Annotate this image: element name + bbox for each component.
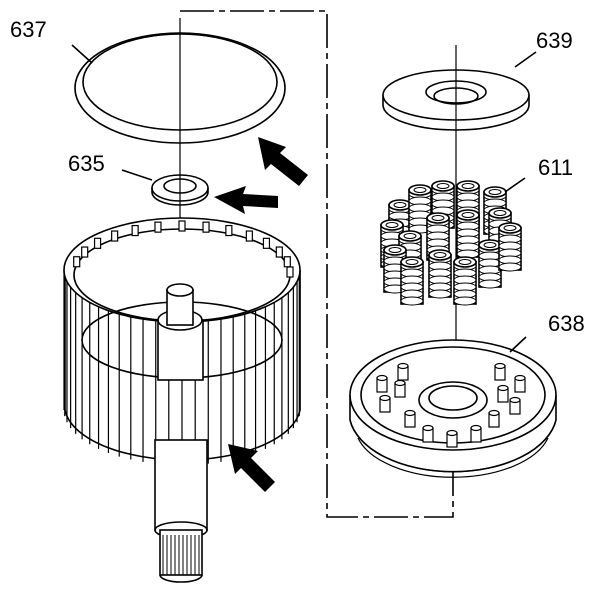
shaft xyxy=(154,283,208,583)
callout-639: 639 xyxy=(536,28,573,53)
arrow-icon-1 xyxy=(258,137,308,186)
callout-637: 637 xyxy=(10,17,47,42)
spring xyxy=(478,239,502,289)
spring xyxy=(453,256,477,306)
arrow-icon-3 xyxy=(228,444,275,492)
spring xyxy=(400,256,424,306)
leader-637 xyxy=(71,44,93,64)
spring xyxy=(498,222,522,272)
arrow-icon-2 xyxy=(214,186,278,214)
callout-611: 611 xyxy=(538,155,574,180)
springs-611 xyxy=(380,180,522,306)
leader-611 xyxy=(504,177,526,193)
leader-638 xyxy=(509,336,527,353)
callout-638: 638 xyxy=(548,311,585,336)
callout-635: 635 xyxy=(68,151,105,176)
leader-639 xyxy=(514,51,537,68)
spring xyxy=(428,249,452,299)
retainer-638 xyxy=(349,339,557,478)
spring xyxy=(456,209,480,259)
assembly-bracket xyxy=(180,10,454,518)
leader-635 xyxy=(121,169,153,181)
